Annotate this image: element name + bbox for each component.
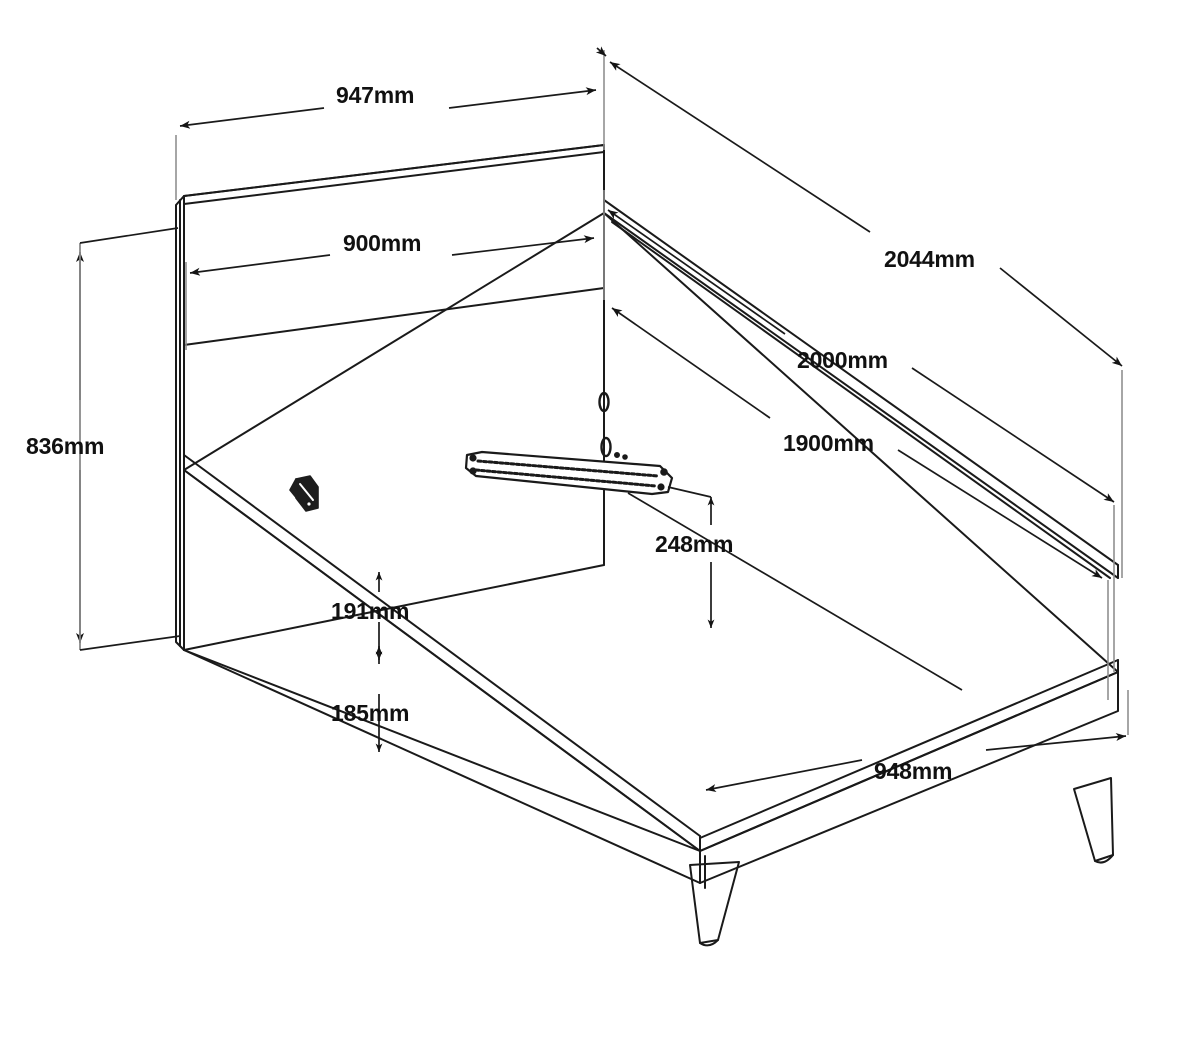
dim-1900 bbox=[611, 307, 1103, 579]
dimension-label-948: 948mm bbox=[874, 758, 953, 784]
bed-geometry bbox=[175, 144, 1119, 947]
dim-947 bbox=[179, 87, 597, 129]
dimension-label-2000: 2000mm bbox=[797, 347, 888, 373]
dimension-lines bbox=[76, 46, 1129, 793]
front-leg bbox=[689, 861, 740, 947]
dimension-label-191: 191mm bbox=[331, 598, 410, 624]
dim-248 bbox=[667, 486, 715, 628]
dimension-label-1900: 1900mm bbox=[783, 430, 874, 456]
dimension-label-836: 836mm bbox=[26, 433, 105, 459]
dowel-holes bbox=[598, 391, 628, 460]
dimension-label-248: 248mm bbox=[655, 531, 734, 557]
dim-948 bbox=[705, 733, 1127, 793]
rear-leg bbox=[1073, 777, 1114, 864]
headboard-panel bbox=[175, 144, 605, 651]
footboard-rail bbox=[699, 659, 1119, 889]
inner-frame-base bbox=[183, 212, 1119, 852]
dimension-label-947: 947mm bbox=[336, 82, 415, 108]
dimension-label-2044: 2044mm bbox=[884, 246, 975, 272]
corner-bracket bbox=[289, 475, 319, 512]
dim-2000 bbox=[607, 209, 1115, 503]
left-side-rail bbox=[183, 454, 701, 884]
right-side-rail bbox=[603, 199, 1119, 579]
dim-900 bbox=[189, 235, 595, 276]
center-support-bar bbox=[464, 450, 674, 496]
dimension-label-900: 900mm bbox=[343, 230, 422, 256]
dimension-label-185: 185mm bbox=[331, 700, 410, 726]
dim-2044 bbox=[595, 46, 1123, 367]
